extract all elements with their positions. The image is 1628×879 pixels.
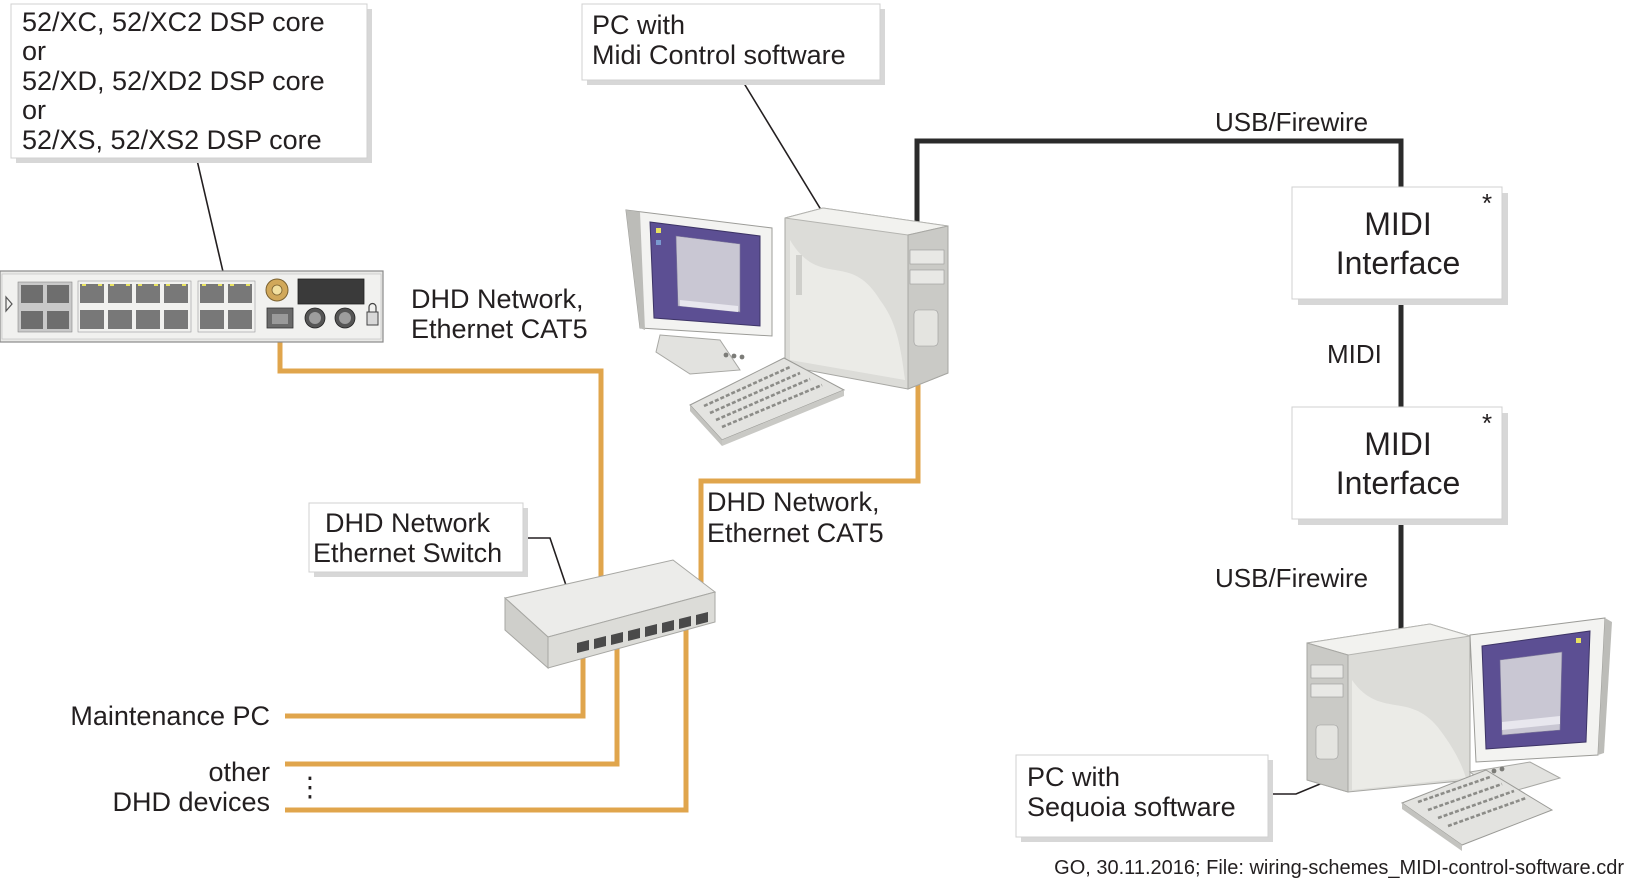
leader-switch	[522, 537, 572, 601]
midi-interface-2-note: *	[1482, 408, 1492, 438]
switch-line-2: Ethernet Switch	[313, 538, 502, 568]
cable-other-devices-2	[285, 622, 689, 813]
label-dhd-network-1-line-2: Ethernet CAT5	[411, 314, 588, 344]
callout-switch: DHD Network Ethernet Switch	[308, 502, 528, 577]
dsp-core-line-4: or	[22, 95, 46, 125]
ethernet-cables	[277, 328, 921, 813]
label-midi: MIDI	[1327, 339, 1382, 369]
label-usb-firewire-bottom: USB/Firewire	[1215, 563, 1368, 593]
leader-lines	[196, 79, 1391, 795]
dsp-core-rack-icon	[0, 270, 384, 343]
callout-pc-midi: PC with Midi Control software	[581, 3, 885, 85]
label-other-line-2: DHD devices	[112, 787, 270, 817]
cable-pc-to-switch	[698, 372, 921, 615]
label-dhd-network-2-line-1: DHD Network,	[707, 487, 880, 517]
switch-line-1: DHD Network	[325, 508, 491, 538]
label-dhd-network-2-line-2: Ethernet CAT5	[707, 518, 884, 548]
label-usb-firewire-top: USB/Firewire	[1215, 107, 1368, 137]
keyboard-icon	[689, 357, 846, 446]
pc-midi-line-2: Midi Control software	[592, 40, 846, 70]
dsp-core-line-5: 52/XS, 52/XS2 DSP core	[22, 125, 322, 155]
pc-midi-line-1: PC with	[592, 10, 685, 40]
keyboard-sequoia-icon	[1400, 769, 1554, 851]
cable-maintenance-pc	[285, 650, 586, 719]
dsp-core-line-3: 52/XD, 52/XD2 DSP core	[22, 66, 325, 96]
monitor-icon	[625, 209, 773, 375]
cable-usb-top	[914, 138, 1404, 222]
ethernet-switch-icon	[503, 559, 717, 670]
cable-dsp-to-switch	[277, 328, 604, 643]
usb-midi-cables	[914, 138, 1404, 636]
pc-sequoia-line-1: PC with	[1027, 762, 1120, 792]
midi-interface-1-note: *	[1482, 188, 1492, 218]
pc-tower-icon	[784, 207, 949, 390]
callout-pc-sequoia: PC with Sequoia software	[1015, 754, 1273, 842]
label-dhd-network-1-line-1: DHD Network,	[411, 284, 584, 314]
leader-dsp	[196, 159, 225, 277]
dsp-core-line-1: 52/XC, 52/XC2 DSP core	[22, 7, 325, 37]
midi-interface-2: MIDI Interface *	[1291, 406, 1508, 525]
label-other-line-1: other	[208, 757, 270, 787]
monitor-sequoia-icon	[1468, 617, 1612, 796]
label-maintenance-pc: Maintenance PC	[70, 701, 270, 731]
midi-interface-1-line-1: MIDI	[1364, 206, 1432, 242]
midi-interface-1-line-2: Interface	[1336, 245, 1461, 281]
midi-interface-1: MIDI Interface *	[1291, 186, 1508, 305]
footer-file-info: GO, 30.11.2016; File: wiring-schemes_MID…	[1054, 857, 1624, 879]
dsp-core-line-2: or	[22, 36, 46, 66]
pc-sequoia-line-2: Sequoia software	[1027, 792, 1236, 822]
continuation-dots: ⋮	[297, 772, 324, 802]
cable-other-devices-1	[285, 640, 620, 767]
pc-tower-sequoia-icon	[1306, 623, 1471, 793]
midi-interface-2-line-1: MIDI	[1364, 426, 1432, 462]
midi-interface-2-line-2: Interface	[1336, 465, 1461, 501]
leader-pc-midi	[741, 79, 827, 219]
callout-dsp-core: 52/XC, 52/XC2 DSP core or 52/XD, 52/XD2 …	[10, 3, 372, 163]
